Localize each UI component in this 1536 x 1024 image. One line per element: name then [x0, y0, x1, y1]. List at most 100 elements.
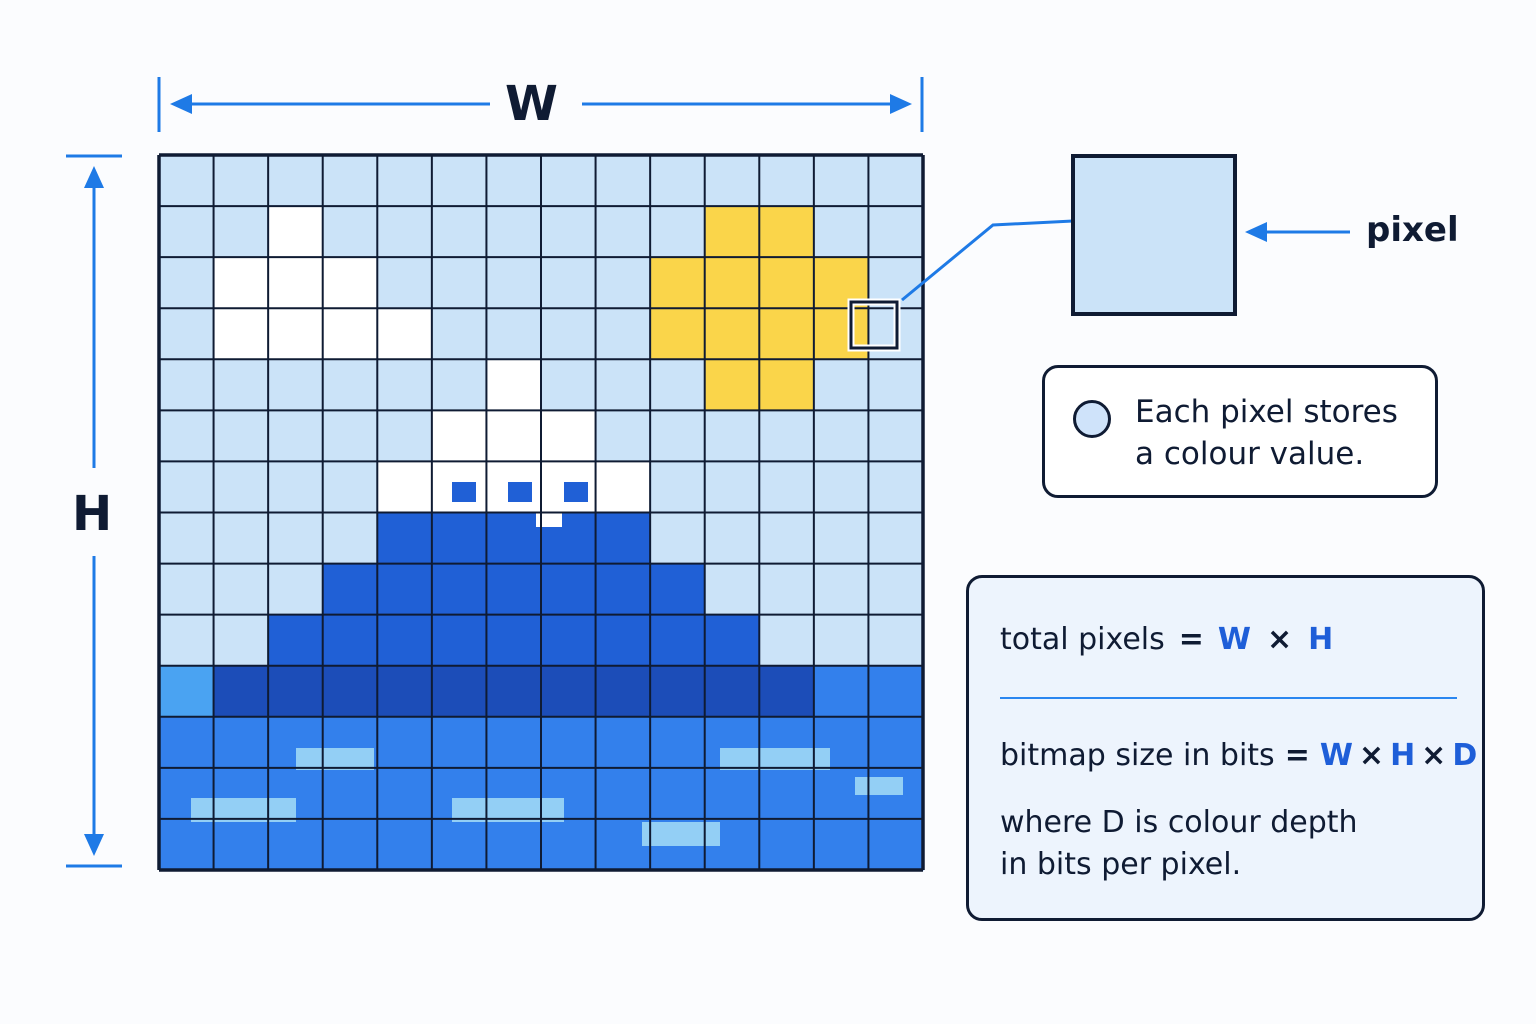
pixel-cell: [813, 614, 869, 667]
pixel-cell: [159, 716, 215, 769]
pixel-cell: [704, 461, 760, 513]
pixel-cell: [541, 716, 597, 769]
pixel-cell: [322, 308, 378, 360]
pixel-cell: [759, 665, 815, 718]
pixel-cell: [813, 155, 869, 207]
var-w: W: [1319, 738, 1353, 773]
pixel-cell: [377, 461, 433, 513]
times-sign: ×: [1421, 738, 1447, 773]
pixel-cell: [704, 257, 760, 309]
pixel-cell: [759, 614, 815, 667]
pixel-cell: [486, 818, 542, 871]
total-pixels-label: total pixels: [1000, 622, 1165, 657]
pixel-cell: [486, 155, 542, 207]
pixel-cell: [650, 716, 706, 769]
pixel-cell: [595, 410, 651, 462]
pixel-cell: [486, 665, 542, 718]
pixel-cell: [268, 359, 324, 411]
water-ripple: [296, 748, 374, 770]
pixel-cell: [595, 614, 651, 667]
pixel-cell: [268, 155, 324, 207]
pixel-cell: [213, 359, 269, 411]
var-h: H: [1390, 738, 1416, 773]
pixel-cell: [486, 512, 542, 565]
width-dimension-arrow: [157, 77, 924, 132]
pixel-cell: [431, 206, 487, 258]
pixel-cell: [650, 614, 706, 667]
equals-sign: =: [1178, 622, 1204, 657]
pixel-cell: [268, 818, 324, 871]
pixel-cell: [595, 155, 651, 207]
pixel-note-card: Each pixel stores a colour value.: [1042, 365, 1438, 498]
where-line-1: where D is colour depth: [1000, 805, 1358, 840]
pixel-cell: [268, 512, 324, 565]
pixel-cell: [322, 614, 378, 667]
pixel-cell: [213, 716, 269, 769]
pixel-cell: [541, 665, 597, 718]
pixel-cell: [759, 359, 815, 411]
pixel-magnified: [1071, 154, 1237, 316]
pixel-cell: [486, 359, 542, 411]
pixel-cell: [541, 359, 597, 411]
pixel-cell: [650, 563, 706, 616]
pixel-cell: [431, 257, 487, 309]
pixel-cell: [868, 206, 924, 258]
pixel-cell: [868, 614, 924, 667]
pixel-cell: [213, 614, 269, 667]
pixel-cell: [159, 257, 215, 309]
equals-sign: =: [1284, 738, 1310, 773]
pixel-cell: [704, 308, 760, 360]
pixel-cell: [759, 155, 815, 207]
callout-connector: [901, 219, 1074, 302]
pixel-cell: [213, 410, 269, 462]
pixel-cell: [868, 512, 924, 565]
pixel-cell: [159, 410, 215, 462]
note-line-2: a colour value.: [1135, 436, 1365, 472]
var-h: H: [1308, 622, 1334, 657]
pixel-cell: [595, 257, 651, 309]
pixel-cell: [650, 512, 706, 565]
pixel-cell: [213, 257, 269, 309]
pixel-grid: [159, 155, 924, 871]
height-label: H: [72, 486, 113, 542]
pixel-cell: [322, 206, 378, 258]
pixel-cell: [541, 257, 597, 309]
pixel-cell: [595, 818, 651, 871]
pixel-cell: [486, 206, 542, 258]
times-sign: ×: [1267, 622, 1293, 657]
pixel-cell: [322, 767, 378, 820]
highlighted-pixel-outline: [849, 300, 899, 350]
pixel-cell: [486, 308, 542, 360]
formula-divider: [1000, 697, 1457, 699]
pixel-cell: [650, 461, 706, 513]
pixel-cell: [322, 155, 378, 207]
pixel-cell: [868, 665, 924, 718]
pixel-cell: [813, 665, 869, 718]
pixel-cell: [431, 614, 487, 667]
where-line-2: in bits per pixel.: [1000, 847, 1242, 882]
pixel-cell: [759, 818, 815, 871]
pixel-cell: [868, 818, 924, 871]
var-d: D: [1452, 738, 1478, 773]
pixel-cell: [377, 818, 433, 871]
pixel-cell: [213, 512, 269, 565]
pixel-cell: [213, 155, 269, 207]
pixel-cell: [431, 563, 487, 616]
pixel-cell: [759, 512, 815, 565]
pixel-cell: [704, 614, 760, 667]
pixel-cell: [159, 512, 215, 565]
pixel-cell: [268, 308, 324, 360]
mountain-notch: [564, 482, 588, 502]
pixel-cell: [431, 716, 487, 769]
pixel-cell: [322, 257, 378, 309]
pixel-cell: [377, 257, 433, 309]
total-pixels-formula: total pixels=W×H: [1000, 622, 1333, 657]
width-label: W: [505, 76, 558, 132]
pixel-cell: [486, 257, 542, 309]
pixel-cell: [595, 665, 651, 718]
pixel-cell: [213, 563, 269, 616]
pixel-cell: [759, 206, 815, 258]
pixel-cell: [377, 767, 433, 820]
pixel-cell: [813, 359, 869, 411]
pixel-cell: [431, 155, 487, 207]
